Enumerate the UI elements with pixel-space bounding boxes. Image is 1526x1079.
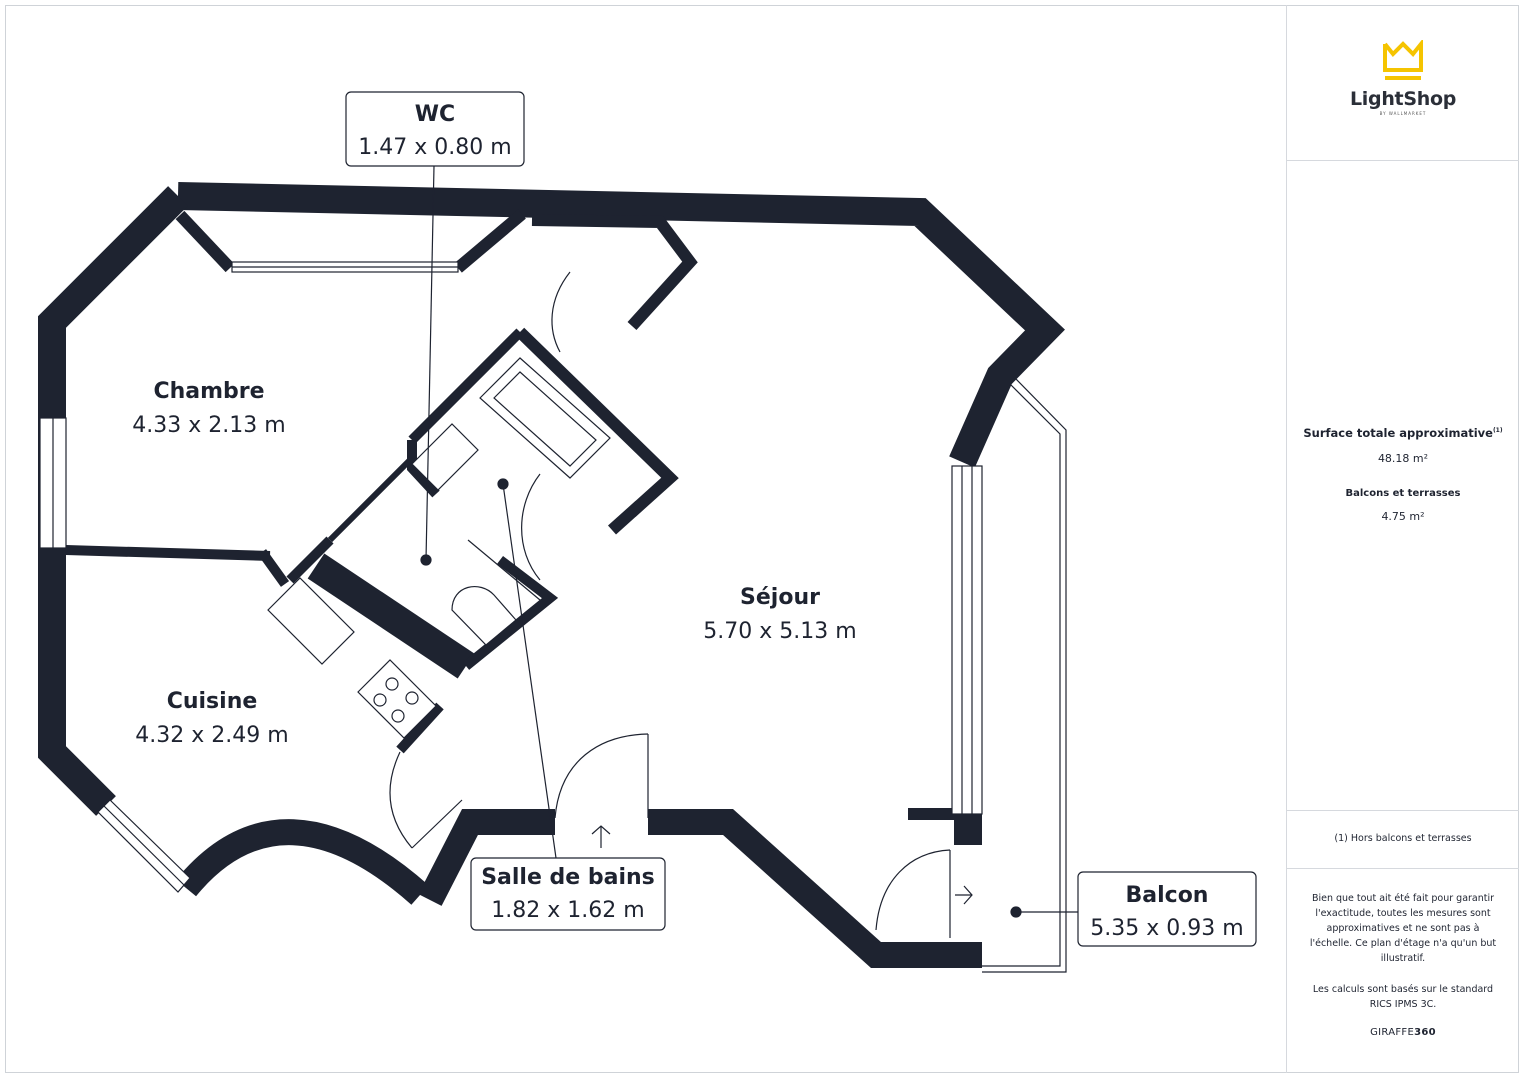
- room-dims-chambre: 4.33 x 2.13 m: [132, 413, 285, 438]
- disclaimer: Bien que tout ait été fait pour garantir…: [1309, 893, 1497, 964]
- exterior-wall-bottom-curve: [175, 819, 429, 905]
- wall-chambre-cuisine-end: [257, 549, 290, 587]
- exterior-wall-left: [38, 186, 188, 816]
- crown-logo-icon: [1383, 38, 1423, 80]
- room-dims-wc: 1.47 x 0.80 m: [358, 135, 511, 160]
- sidebar-separator: [1287, 810, 1519, 811]
- room-dims-sejour: 5.70 x 5.13 m: [703, 619, 856, 644]
- wall-chambre-cuisine: [65, 545, 271, 561]
- room-name-chambre: Chambre: [153, 379, 264, 404]
- room-name-cuisine: Cuisine: [167, 689, 258, 714]
- room-dims-salle-de-bains: 1.82 x 1.62 m: [491, 898, 644, 923]
- logo-text: LightShop: [1350, 88, 1456, 110]
- footnote: (1) Hors balcons et terrasses: [1334, 833, 1472, 844]
- logo-subtext: BY WALLMARKET: [1379, 111, 1427, 116]
- floor-plan: Chambre 4.33 x 2.13 m Cuisine 4.32 x 2.4…: [38, 91, 1257, 973]
- provider-mark: GIRAFFE360: [1370, 1027, 1436, 1038]
- exterior-wall-bottom: [418, 809, 555, 906]
- room-name-balcon: Balcon: [1126, 883, 1209, 908]
- surface-label: Surface totale approximative(1): [1303, 426, 1503, 440]
- balcony-value: 4.75 m²: [1381, 510, 1425, 523]
- sidebar-separator: [1287, 160, 1519, 161]
- room-dims-cuisine: 4.32 x 2.49 m: [135, 723, 288, 748]
- room-name-salle-de-bains: Salle de bains: [481, 865, 655, 890]
- page-frame: [5, 5, 1519, 1073]
- sidebar-divider: [1286, 5, 1287, 1073]
- sidebar-separator: [1287, 868, 1519, 869]
- standard-note: Les calculs sont basés sur le standard R…: [1312, 984, 1494, 1010]
- surface-value: 48.18 m²: [1377, 452, 1429, 465]
- exterior-wall-bottom-right: [648, 809, 982, 968]
- room-dims-balcon: 5.35 x 0.93 m: [1090, 916, 1243, 941]
- surface-footnote-mark: (1): [1492, 427, 1503, 435]
- brand-logo: LightShop BY WALLMARKET: [1287, 38, 1519, 116]
- room-name-wc: WC: [415, 102, 455, 127]
- balcony-label: Balcons et terrasses: [1345, 488, 1461, 499]
- exterior-wall-top: [177, 182, 1065, 468]
- room-name-sejour: Séjour: [740, 585, 820, 610]
